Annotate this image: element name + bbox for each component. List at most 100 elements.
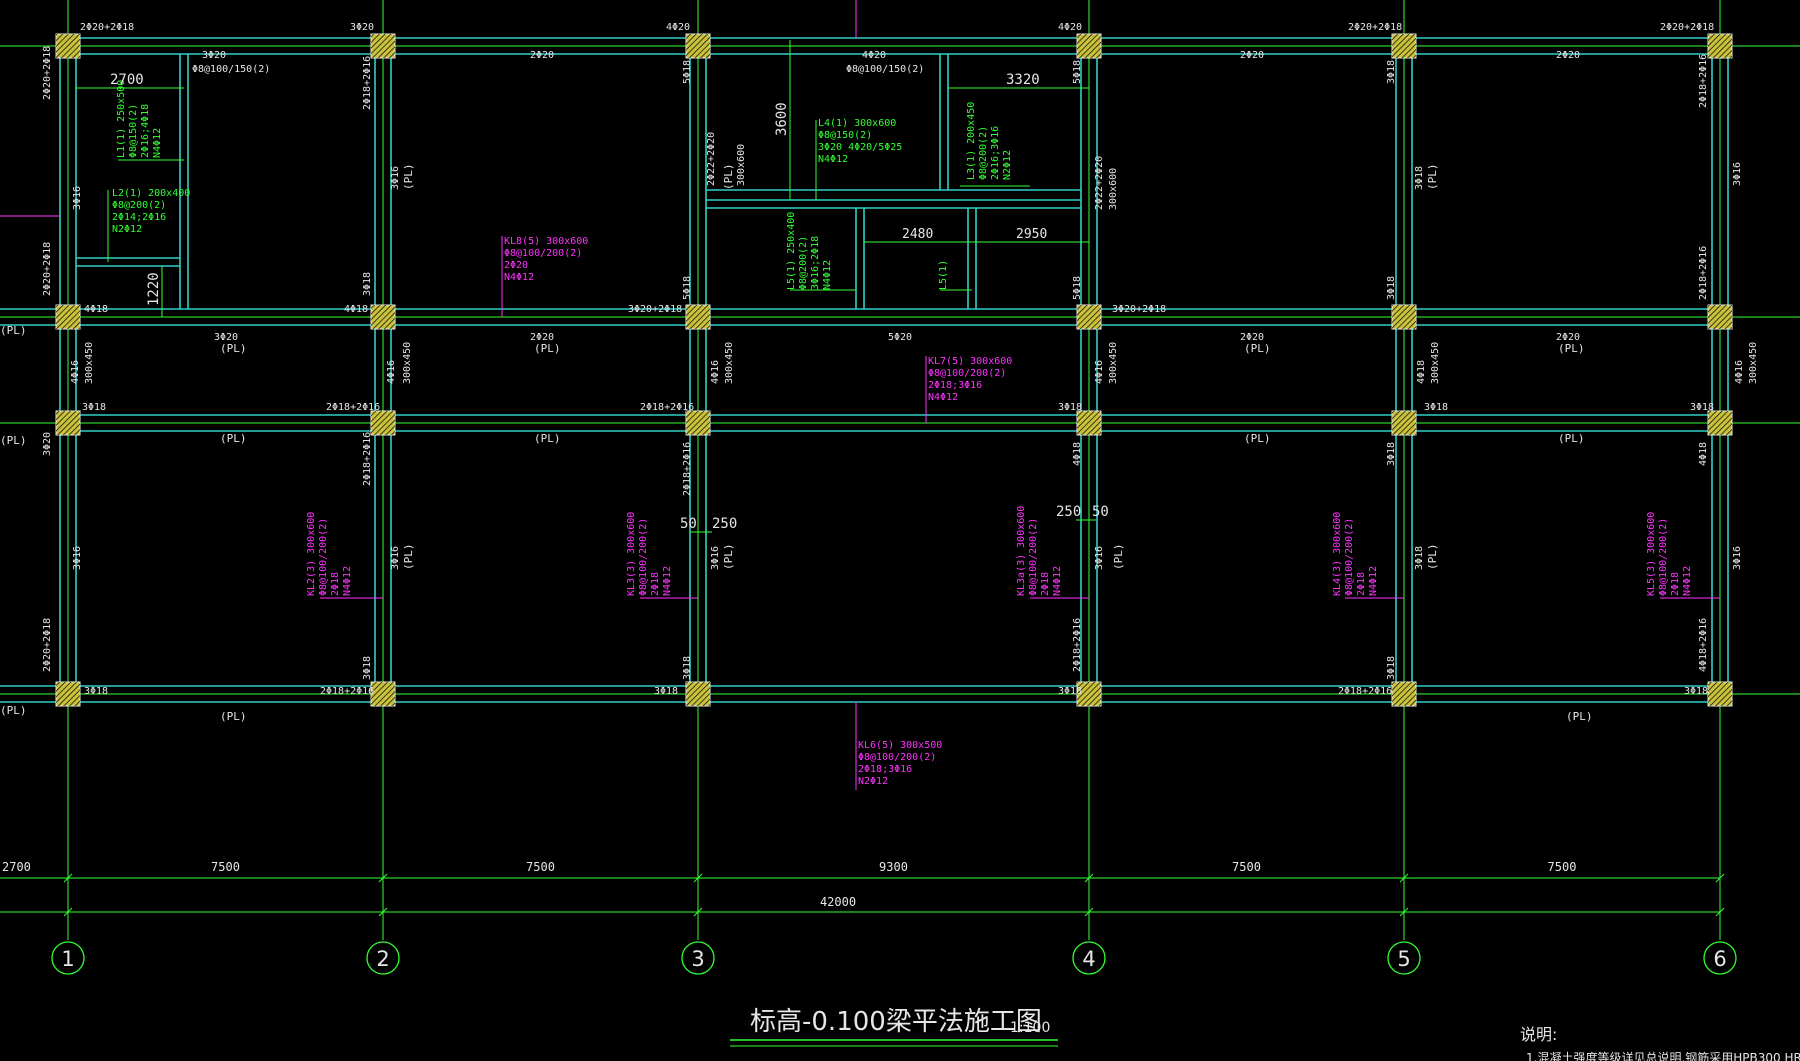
- rebar-note: 5Φ20: [888, 332, 912, 343]
- beam-tag-l3: 2Φ16;3Φ16: [990, 126, 1001, 180]
- rebar-note-vertical: 300x450: [724, 342, 735, 384]
- beam-tag-l1: N4Φ12: [152, 128, 163, 158]
- pl-marker: (PL): [220, 710, 247, 723]
- axis-bubble-6: [1703, 941, 1737, 975]
- rebar-note: 2Φ18+2Φ16: [640, 402, 694, 413]
- rebar-note-vertical: 4Φ18+2Φ16: [1698, 618, 1709, 672]
- beam-tag-vertical-3: N4Φ12: [662, 566, 673, 596]
- rebar-note-vertical: 3Φ18: [682, 656, 693, 680]
- beam-tag-vertical-3: Φ8@100/200(2): [638, 518, 649, 596]
- rebar-note-vertical: 3Φ18: [1414, 166, 1425, 190]
- rebar-note: 2Φ20: [1556, 332, 1580, 343]
- rebar-note-vertical: 3Φ16: [390, 546, 401, 570]
- rebar-note: 2Φ18+2Φ16: [326, 402, 380, 413]
- rebar-note-vertical: 300x450: [84, 342, 95, 384]
- column-5-2: [1392, 305, 1416, 329]
- leader-lines: [0, 0, 1720, 790]
- rebar-note-vertical: 300x450: [1108, 342, 1119, 384]
- column-2-3: [371, 411, 395, 435]
- rebar-note: 2Φ18+2Φ16: [320, 686, 374, 697]
- rebar-note: Φ8@100/150(2): [846, 64, 924, 75]
- rebar-note-vertical: 3Φ18: [1386, 276, 1397, 300]
- pl-marker: (PL): [1244, 432, 1271, 445]
- rebar-note: 2Φ20: [530, 332, 554, 343]
- beam-tag-kl6: KL6(5) 300x500: [858, 740, 942, 751]
- beam-tag-vertical-2: Φ8@100/200(2): [318, 518, 329, 596]
- beam-tag-vertical-3: KL3(3) 300x600: [626, 512, 637, 596]
- beam-tag-kl6: 2Φ18;3Φ16: [858, 764, 912, 775]
- inner-dimension: 2480: [902, 227, 933, 242]
- beam-tag-l3: L3(1) 200x450: [966, 102, 977, 180]
- pl-marker: (PL): [0, 704, 27, 717]
- rebar-note-vertical: 3Φ20: [42, 432, 53, 456]
- rebar-note-vertical: 3Φ18: [1386, 442, 1397, 466]
- rebar-note-vertical: 2Φ18+2Φ16: [682, 442, 693, 496]
- axis-label-4: 4: [1082, 947, 1095, 971]
- dim-tick: [693, 907, 703, 917]
- beam-tag-vertical-2: N4Φ12: [342, 566, 353, 596]
- beam-tag-l2: 2Φ14;2Φ16: [112, 212, 166, 223]
- beam-tag-vertical-2: KL2(3) 300x600: [306, 512, 317, 596]
- column-2-2: [371, 305, 395, 329]
- rebar-note-vertical: 4Φ16: [386, 360, 397, 384]
- beam-tag-kl7: KL7(5) 300x600: [928, 356, 1012, 367]
- rebar-note-vertical: 3Φ16: [1732, 162, 1743, 186]
- beam-tag-vertical-5: KL4(3) 300x600: [1332, 512, 1343, 596]
- rebar-note-vertical: 4Φ18: [1698, 442, 1709, 466]
- pl-marker-vertical: (PL): [402, 544, 415, 571]
- rebar-note: 3Φ20: [214, 332, 238, 343]
- rebar-note: 2Φ20: [1240, 50, 1264, 61]
- rebar-note-vertical: 2Φ18+2Φ16: [362, 56, 373, 110]
- beam-tag-l4: L4(1) 300x600: [818, 118, 896, 129]
- axis-label-3: 3: [691, 947, 704, 971]
- rebar-note-vertical: 4Φ16: [1094, 360, 1105, 384]
- dim-tick: [1715, 907, 1725, 917]
- rebar-note-vertical: 2Φ22+2Φ20: [706, 132, 717, 186]
- rebar-note: 2Φ20+2Φ18: [80, 22, 134, 33]
- rebar-note-vertical: 3Φ16: [72, 186, 83, 210]
- pl-marker: (PL): [0, 324, 27, 337]
- rebar-note-vertical: 5Φ18: [1072, 276, 1083, 300]
- beam-tag-l2: Φ8@200(2): [112, 200, 166, 211]
- rebar-note-vertical: 3Φ16: [72, 546, 83, 570]
- inner-dimension-lines: [76, 40, 1096, 533]
- rebar-note: 3Φ18: [1058, 686, 1082, 697]
- pl-marker: (PL): [1558, 432, 1585, 445]
- pl-marker: (PL): [220, 342, 247, 355]
- axis-bubble-3: [681, 941, 715, 975]
- span-dimension: 7500: [1232, 860, 1261, 874]
- beam-tag-l2: L2(1) 200x400: [112, 188, 190, 199]
- rebar-note: 2Φ18+2Φ16: [1338, 686, 1392, 697]
- inner-dimension: 2700: [110, 72, 144, 88]
- beam-tag-vertical-4: 2Φ18: [1040, 572, 1051, 596]
- axis-label-1: 1: [61, 947, 74, 971]
- pl-marker-vertical: (PL): [1426, 544, 1439, 571]
- beam-tag-vertical-6: N4Φ12: [1682, 566, 1693, 596]
- beam-tag-vertical-4: KL3a(3) 300x600: [1016, 506, 1027, 596]
- axis-label-6: 6: [1713, 947, 1726, 971]
- rebar-note-vertical: 4Φ18: [1416, 360, 1427, 384]
- rebar-note: 4Φ18: [84, 304, 108, 315]
- beam-tag-vertical-2: 2Φ18: [330, 572, 341, 596]
- span-dimension: 7500: [1548, 860, 1577, 874]
- rebar-note: 3Φ20+2Φ18: [1112, 304, 1166, 315]
- column-6-2: [1708, 305, 1732, 329]
- dim-tick: [1715, 873, 1725, 883]
- rebar-note-vertical: 3Φ18: [1414, 546, 1425, 570]
- beam-tag-kl6: N2Φ12: [858, 776, 888, 787]
- dim-tick: [378, 873, 388, 883]
- rebar-note: 3Φ20: [350, 22, 374, 33]
- beam-tag-l4: 3Φ20 4Φ20/5Φ25: [818, 142, 902, 153]
- beam-tag-vertical-6: 2Φ18: [1670, 572, 1681, 596]
- rebar-note: 2Φ20+2Φ18: [1660, 22, 1714, 33]
- inner-dimension: 1220: [146, 272, 162, 306]
- span-dimension: 7500: [526, 860, 555, 874]
- overall-dimension-lines: [0, 877, 1720, 913]
- rebar-note: 3Φ20: [202, 50, 226, 61]
- column-2-4: [371, 682, 395, 706]
- beam-tag-vertical-4: N4Φ12: [1052, 566, 1063, 596]
- dim-tick: [63, 907, 73, 917]
- beam-tag-l5b: L5(1): [938, 260, 949, 290]
- rebar-note-vertical: 5Φ18: [682, 60, 693, 84]
